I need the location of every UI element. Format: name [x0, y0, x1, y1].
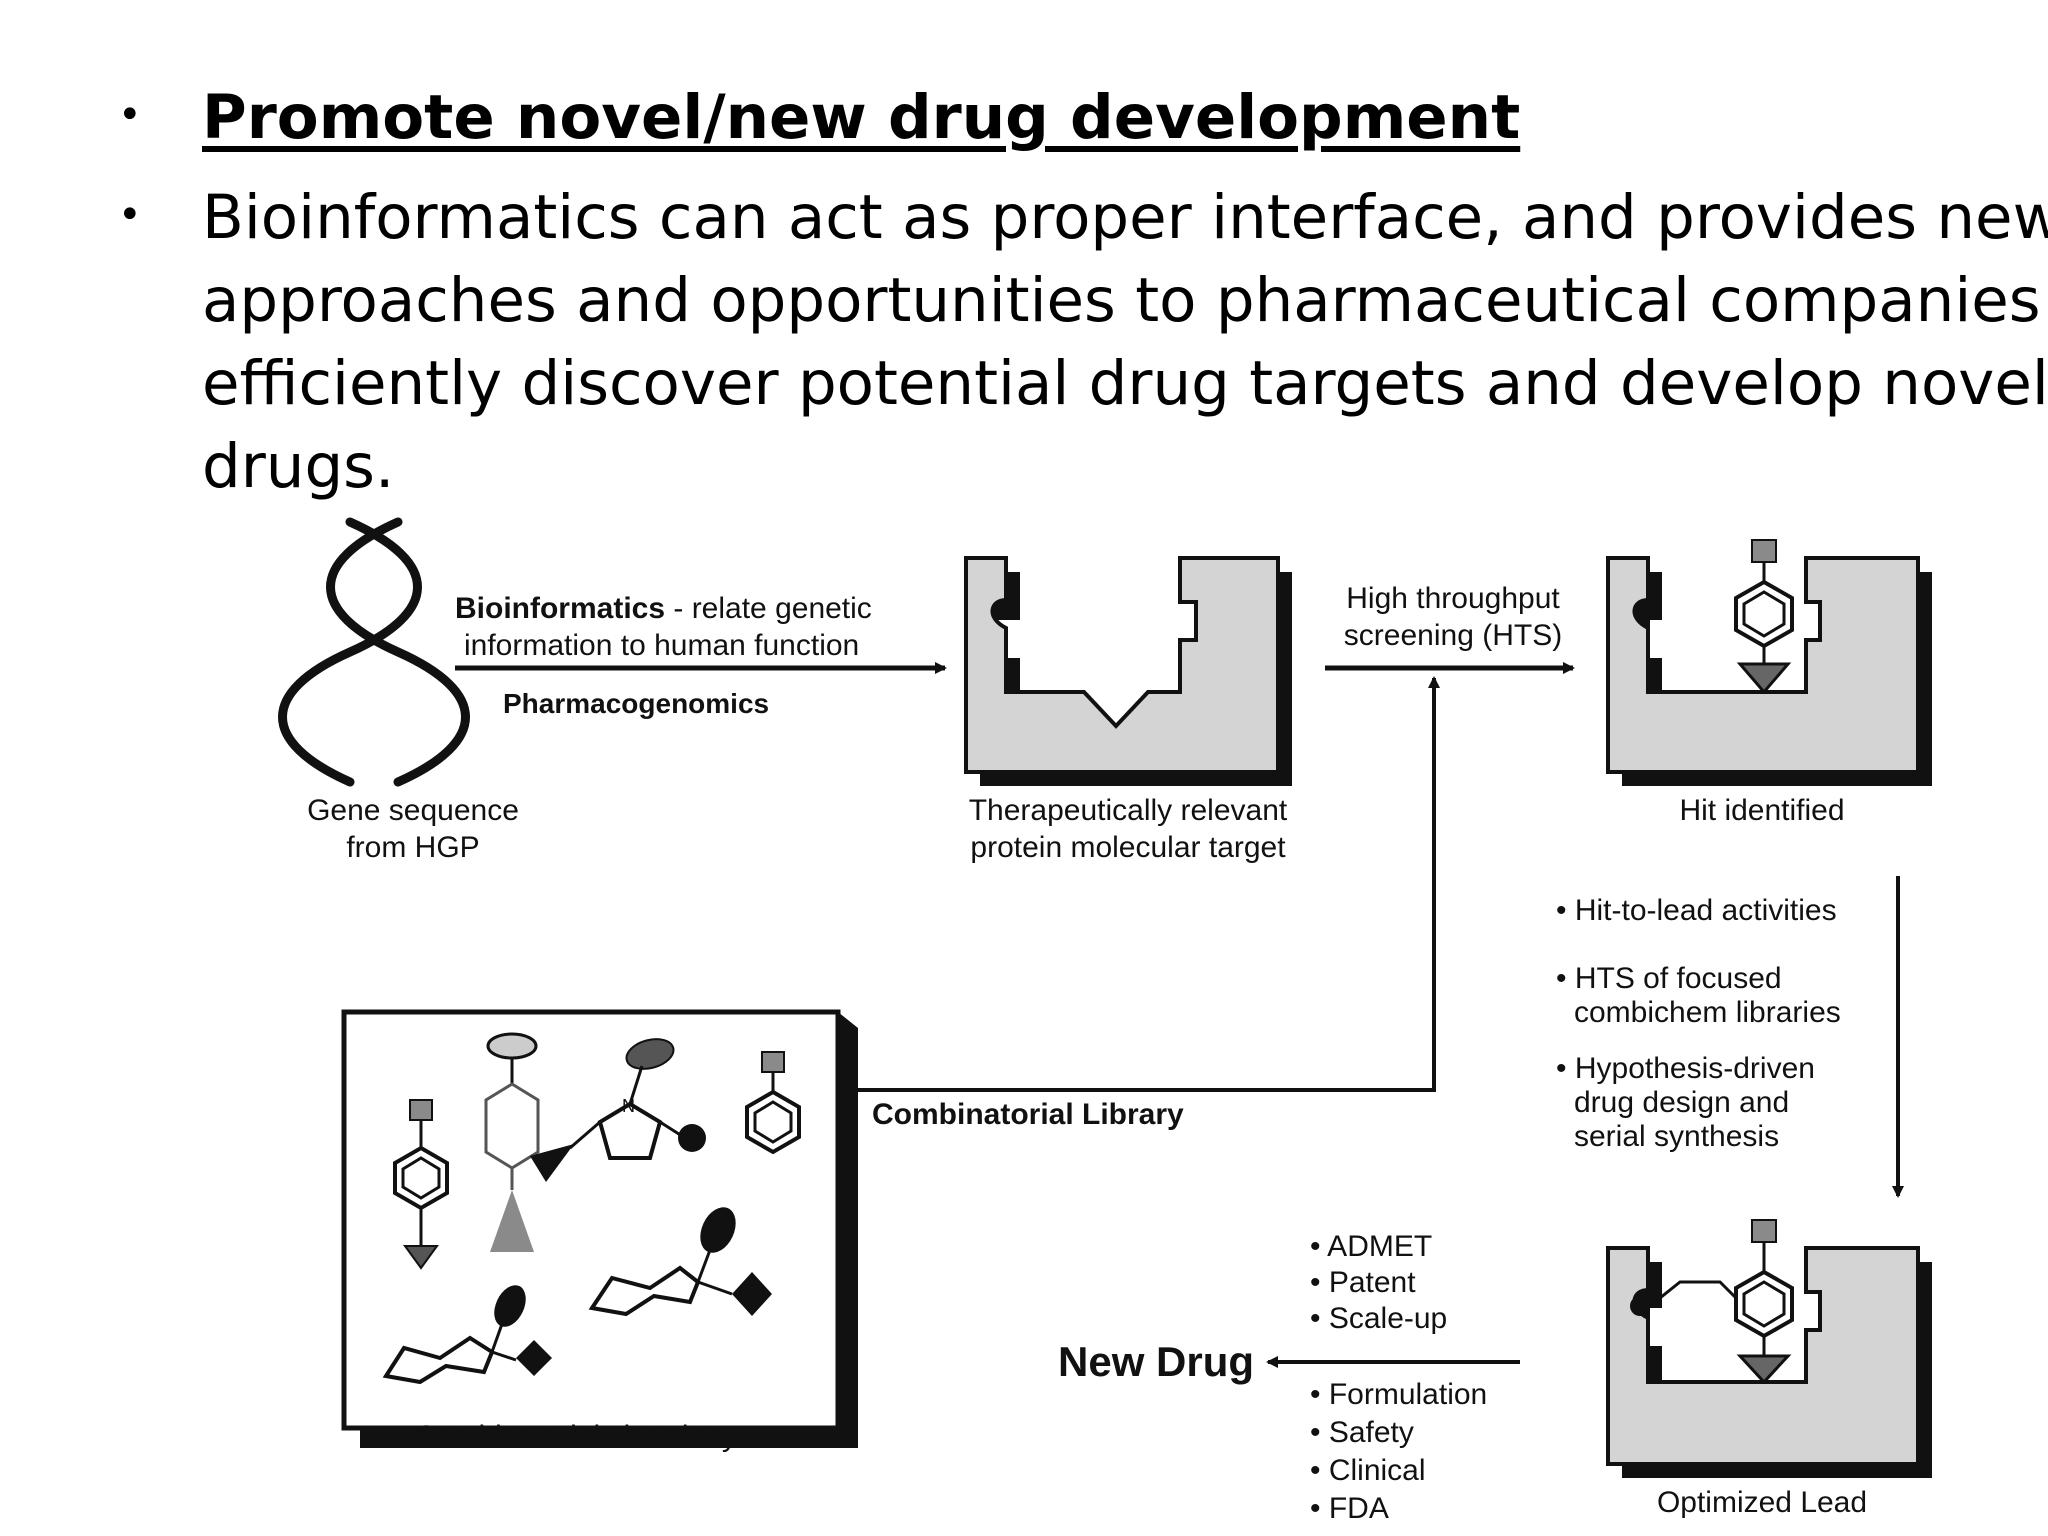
- svg-text:N: N: [622, 1096, 635, 1116]
- bioinformatics-label: Bioinformatics - relate genetic: [455, 592, 872, 625]
- activity-line: serial synthesis: [1574, 1120, 1779, 1153]
- step-item: • Scale-up: [1310, 1302, 1447, 1335]
- optimized-lead-label: Optimized Lead: [1657, 1486, 1867, 1519]
- development-steps-bottom: • Formulation • Safety • Clinical • FDA: [1310, 1378, 1487, 1525]
- molecule-icon: [484, 1032, 540, 1252]
- gene-sequence-label-line2: from HGP: [346, 831, 479, 864]
- hit-identified-label: Hit identified: [1679, 794, 1844, 827]
- molecule-icon: [588, 1207, 772, 1317]
- activity-line: • Hypothesis-driven: [1556, 1052, 1815, 1085]
- bullet-dot-icon: •: [118, 92, 142, 138]
- combinatorial-library-connector: [858, 676, 1440, 1092]
- heading-text: Promote novel/new drug development: [202, 82, 1521, 153]
- hts-label-line2: screening (HTS): [1344, 619, 1562, 652]
- gene-sequence-label: Gene sequence: [307, 794, 519, 827]
- hts-label: High throughput: [1346, 582, 1560, 615]
- activity-line: • HTS of focused: [1556, 962, 1782, 995]
- step-item: • Patent: [1310, 1266, 1416, 1299]
- bullet-dot-icon: •: [118, 192, 142, 238]
- molecule-icon: [745, 1051, 801, 1155]
- hit-identified-box: [1606, 539, 1932, 786]
- target-label: Therapeutically relevant: [969, 794, 1288, 827]
- molecule-icon: [382, 1285, 552, 1385]
- hit-to-lead-activities: • Hit-to-lead activities • HTS of focuse…: [1556, 894, 1841, 1153]
- molecule-icon: [393, 1099, 449, 1270]
- step-item: • Clinical: [1310, 1454, 1426, 1487]
- step-item: • Formulation: [1310, 1378, 1487, 1411]
- dna-helix-icon: [278, 517, 470, 787]
- body-line: approaches and opportunities to pharmace…: [202, 265, 2048, 336]
- optimized-lead-box: [1606, 1219, 1932, 1478]
- body-line: efficiently discover potential drug targ…: [202, 348, 2048, 419]
- new-drug-label: New Drug: [1058, 1338, 1254, 1385]
- body-line: drugs.: [202, 431, 395, 502]
- bioinformatics-label-line2: information to human function: [464, 629, 859, 662]
- combinatorial-chemistry-label: Combinatorial chemistry: [415, 1420, 737, 1453]
- activity-line: combichem libraries: [1574, 996, 1841, 1029]
- body-line: Bioinformatics can act as proper interfa…: [202, 182, 2048, 253]
- step-item: • ADMET: [1310, 1230, 1432, 1263]
- activity-line: • Hit-to-lead activities: [1556, 894, 1837, 927]
- combinatorial-chemistry-box: N: [341, 1009, 858, 1448]
- body-paragraph: Bioinformatics can act as proper interfa…: [202, 176, 2048, 508]
- activity-line: drug design and: [1574, 1086, 1789, 1119]
- development-steps-top: • ADMET • Patent • Scale-up: [1310, 1230, 1447, 1335]
- target-label-line2: protein molecular target: [970, 831, 1286, 864]
- pharmacogenomics-label: Pharmacogenomics: [503, 688, 769, 719]
- molecule-icon: N: [530, 1038, 706, 1182]
- step-item: • FDA: [1310, 1492, 1389, 1525]
- protein-target-box: [964, 556, 1292, 786]
- combinatorial-library-label: Combinatorial Library: [872, 1098, 1184, 1131]
- step-item: • Safety: [1310, 1416, 1414, 1449]
